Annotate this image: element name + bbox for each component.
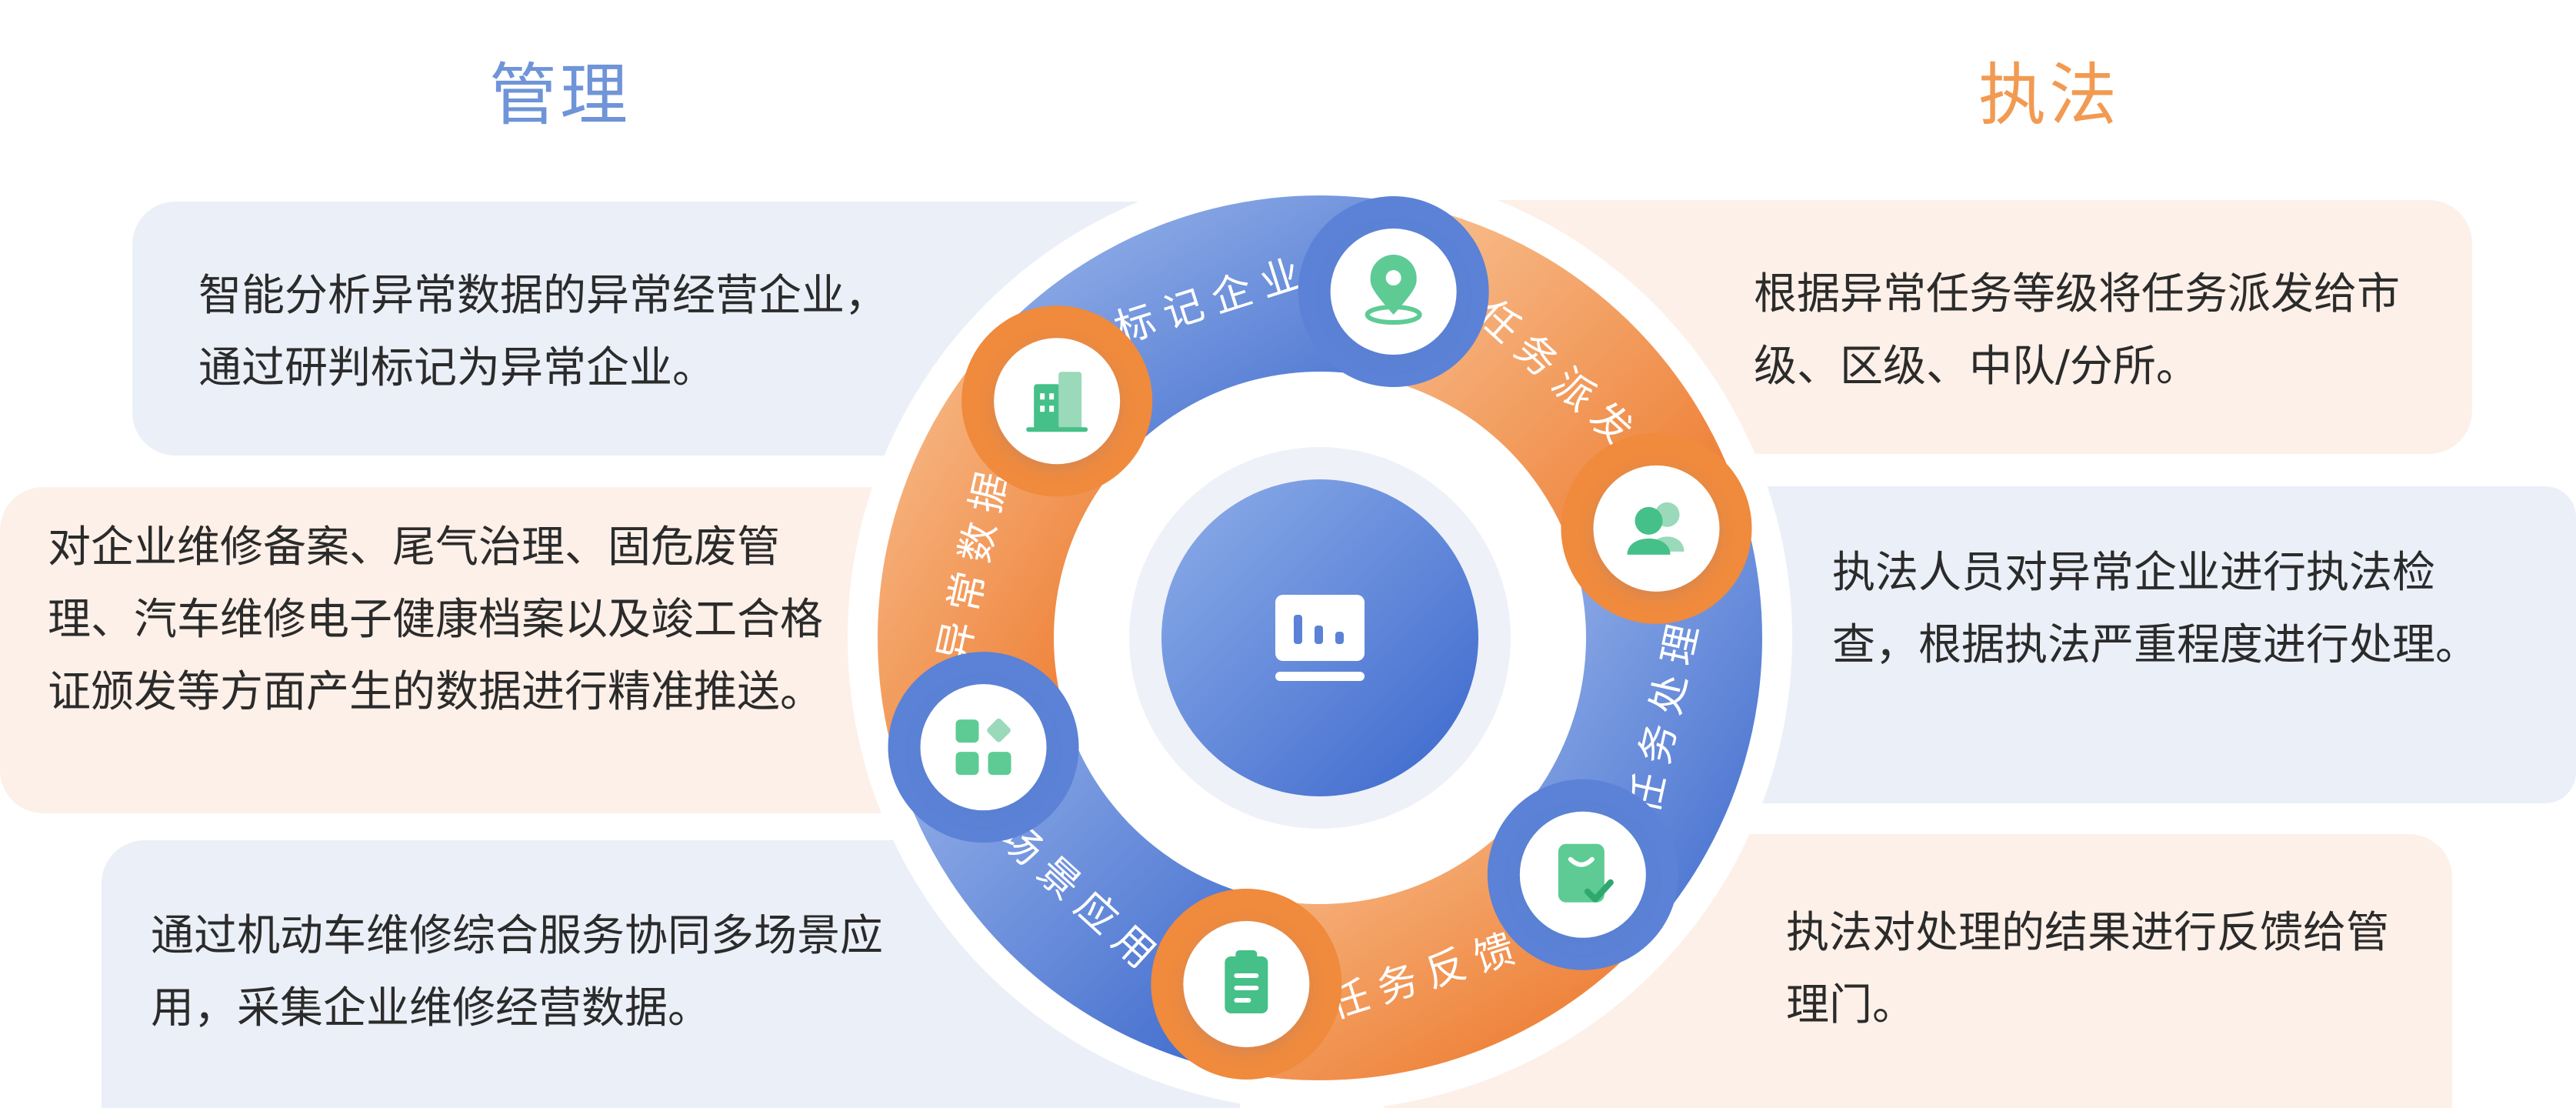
users-icon <box>1627 502 1685 555</box>
badge-disc <box>920 684 1047 811</box>
check-tag-icon <box>1558 843 1614 903</box>
heading-management: 管理 <box>489 55 632 135</box>
card-abnormal-data: 对企业维修备案、尾气治理、固危废管理、汽车维修电子健康档案以及竣工合格证颁发等方… <box>0 487 1000 813</box>
clipboard-icon <box>1225 949 1268 1013</box>
card-task-handling: 执法人员对异常企业进行执法检查，根据执法严重程度进行处理。 <box>1661 486 2576 803</box>
buildings-icon <box>1026 372 1088 432</box>
card-text: 根据异常任务等级将任务派发给市级、区级、中队/分所。 <box>1754 269 2400 392</box>
card-text: 通过机动车维修综合服务协同多场景应用，采集企业维修经营数据。 <box>151 911 883 1033</box>
card-text: 执法对处理的结果进行反馈给管理门。 <box>1786 908 2389 1030</box>
location-pin-icon <box>1365 255 1422 325</box>
card-text: 智能分析异常数据的异常经营企业，通过研判标记为异常企业。 <box>198 271 888 393</box>
widgets-icon <box>955 718 1011 776</box>
card-text: 执法人员对异常企业进行执法检查，根据执法严重程度进行处理。 <box>1832 548 2478 670</box>
card-text: 对企业维修备案、尾气治理、固危废管理、汽车维修电子健康档案以及竣工合格证颁发等方… <box>48 522 823 717</box>
monitor-chart-icon <box>1275 595 1365 681</box>
heading-enforcement: 执法 <box>1978 55 2121 135</box>
